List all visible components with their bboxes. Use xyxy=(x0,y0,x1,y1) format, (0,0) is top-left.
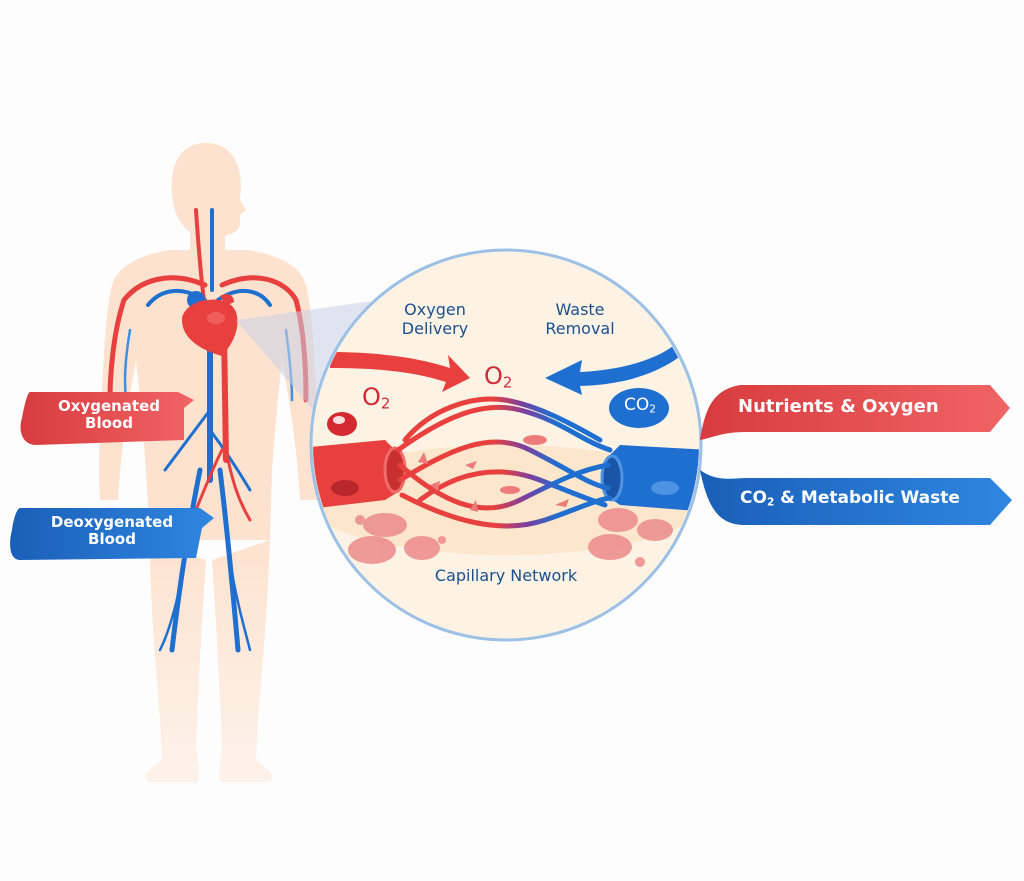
oxygenated-label-shape xyxy=(20,392,194,445)
magnifier-connector xyxy=(236,300,380,430)
oxygen-delivery-arrow xyxy=(330,352,470,392)
waste-removal-line2: Removal xyxy=(545,319,615,339)
tissue-cells xyxy=(348,508,673,567)
co2-badge-label: CO2 xyxy=(614,395,666,416)
o2-left-main: O xyxy=(362,383,381,411)
o2-label-left: O2 xyxy=(362,383,390,414)
co2-badge-sub: 2 xyxy=(649,403,656,416)
deoxygenated-label-shape xyxy=(10,508,214,560)
waste-removal-line1: Waste xyxy=(555,300,605,319)
deoxygenated-label-line1: Deoxygenated xyxy=(50,513,174,531)
waste-rest-text: & Metabolic Waste xyxy=(774,488,960,508)
waste-removal-arrow xyxy=(545,340,690,395)
co2-badge-main: CO xyxy=(624,395,650,415)
oxygen-delivery-line1: Oxygen xyxy=(404,300,466,319)
capillary-network xyxy=(395,396,613,529)
oxygenated-label-line2: Blood xyxy=(85,414,133,433)
o2-center-main: O xyxy=(484,362,503,390)
capillary-magnifier xyxy=(309,248,703,642)
oxygenated-label-line1: Oxygenated xyxy=(58,397,160,415)
waste-co-text: CO xyxy=(740,488,767,508)
human-body-figure xyxy=(99,143,319,782)
deoxygenated-blood-label: Deoxygenated Blood xyxy=(22,513,202,549)
right-leg xyxy=(212,540,273,782)
head xyxy=(171,143,246,250)
blood-cell-fragments xyxy=(418,435,569,512)
caption-text: Capillary Network xyxy=(434,566,578,585)
oxygen-delivery-line2: Delivery xyxy=(401,319,469,339)
nutrients-text: Nutrients & Oxygen xyxy=(738,396,939,417)
nutrients-oxygen-label: Nutrients & Oxygen xyxy=(738,396,998,418)
o2-label-center: O2 xyxy=(484,362,512,393)
co2-waste-label: CO2 & Metabolic Waste xyxy=(740,488,1010,509)
venule xyxy=(605,445,699,512)
deoxygenated-label-line2: Blood xyxy=(88,530,136,549)
o2-center-sub: 2 xyxy=(502,373,513,392)
waste-sub-text: 2 xyxy=(766,496,775,509)
oxygen-delivery-label: Oxygen Delivery xyxy=(385,300,485,338)
o2-left-sub: 2 xyxy=(380,394,391,413)
arteriole xyxy=(313,440,400,510)
nutrients-ribbon xyxy=(700,385,1010,440)
red-blood-cell xyxy=(327,412,357,436)
oxygenated-blood-label: Oxygenated Blood xyxy=(34,397,184,433)
heart-icon xyxy=(182,291,238,356)
waste-removal-label: Waste Removal xyxy=(530,300,630,338)
co2-badge xyxy=(609,388,669,428)
capillary-network-caption: Capillary Network xyxy=(406,566,606,585)
waste-ribbon xyxy=(700,470,1012,525)
left-leg xyxy=(145,540,206,782)
